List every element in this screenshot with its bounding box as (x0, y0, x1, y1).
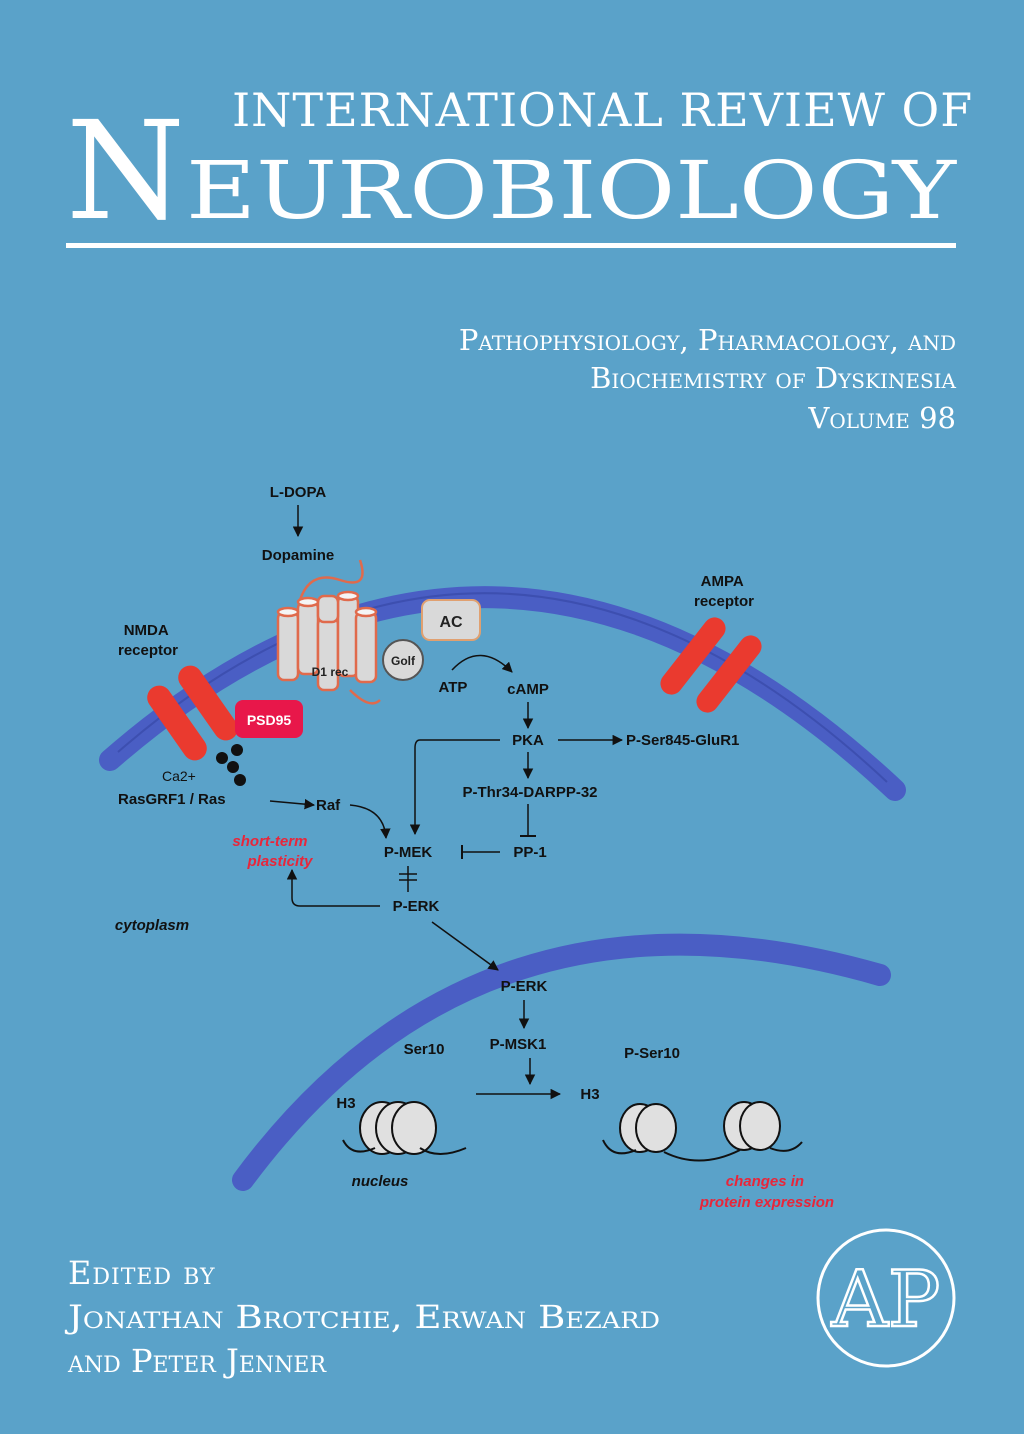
short-term-line1: short-term (232, 833, 307, 850)
cytoplasm-label: cytoplasm (115, 917, 189, 934)
golf-label: Golf (391, 654, 416, 668)
ras-raf-arrow (269, 798, 316, 810)
ca2-dot (234, 774, 246, 786)
ampa-label-line2: receptor (694, 593, 754, 610)
ac-label: AC (439, 614, 463, 631)
series-title-initial: N (66, 93, 185, 251)
changes-label: changes in protein expression (699, 1173, 834, 1211)
ser10-label: Ser10 (404, 1041, 445, 1058)
cell-membrane-inner-line (117, 592, 888, 783)
pmek-label: P-MEK (384, 844, 433, 861)
atp-camp-arrow (451, 654, 513, 673)
nucleus-label: nucleus (352, 1173, 409, 1190)
ca2-dot (216, 752, 228, 764)
dopamine-label: Dopamine (262, 547, 335, 564)
editors-block: Edited by Jonathan Brotchie, Erwan Bezar… (65, 1254, 660, 1380)
camp-label: cAMP (507, 681, 549, 698)
ldopa-label: L-DOPA (270, 484, 327, 501)
series-title-line2: EUROBIOLOGY (186, 144, 957, 237)
nuclear-membrane (232, 933, 891, 1191)
pka-pmek-arrow (409, 739, 500, 836)
raf-pmek-arrow (349, 804, 391, 840)
pp1-label: PP-1 (513, 844, 546, 861)
nmda-label-line1: NMDA (124, 622, 169, 639)
ampa-receptor-right (696, 635, 762, 713)
nmda-receptor-right (178, 665, 238, 741)
nmda-label-line2: receptor (118, 642, 178, 659)
short-term-label: short-term plasticity (232, 833, 313, 870)
pka-label: PKA (512, 732, 544, 749)
ampa-label-line1: AMPA (701, 573, 744, 590)
raf-label: Raf (316, 797, 341, 814)
editors-line3: and Peter Jenner (67, 1342, 327, 1380)
pmsk1-label: P-MSK1 (490, 1036, 547, 1053)
nucleosome-right-2 (663, 1101, 803, 1162)
publisher-logo-text: AP (831, 1255, 941, 1345)
volume-title-line2: Biochemistry of Dyskinesia (590, 361, 956, 395)
ca2-label: Ca2+ (162, 768, 196, 784)
edited-by: Edited by (68, 1254, 216, 1292)
volume-number: Volume 98 (807, 401, 956, 435)
perk-nucleus-label: P-ERK (501, 978, 548, 995)
d1-receptor (276, 559, 381, 705)
series-title: INTERNATIONAL REVIEW OF N EUROBIOLOGY (66, 83, 973, 251)
ampa-label: AMPA receptor (694, 573, 754, 610)
changes-line2: protein expression (699, 1194, 834, 1211)
rasgrf-label: RasGRF1 / Ras (118, 791, 226, 808)
cell-membrane (99, 586, 906, 801)
ca2-dot (231, 744, 243, 756)
publisher-logo-ring (816, 1228, 956, 1368)
nmda-label: NMDA receptor (118, 622, 178, 659)
volume-title-line1: Pathophysiology, Pharmacology, and (459, 323, 956, 357)
short-term-line2: plasticity (246, 853, 313, 870)
perk-nucleus-arrow (431, 921, 499, 971)
nucleosome-right-1 (602, 1103, 677, 1155)
publisher-logo: AP (816, 1228, 956, 1368)
perk-plasticity-arrow (286, 868, 380, 907)
darpp-label: P-Thr34-DARPP-32 (462, 784, 597, 801)
h3-right-label: H3 (580, 1086, 599, 1103)
title-divider (66, 243, 956, 248)
golf-circle (382, 639, 424, 681)
d1rec-label: D1 rec (312, 665, 349, 679)
editors-line2: Jonathan Brotchie, Erwan Bezard (65, 1298, 660, 1336)
pser845-label: P-Ser845-GluR1 (626, 732, 739, 749)
volume-title: Pathophysiology, Pharmacology, and Bioch… (459, 323, 957, 435)
nmda-receptor-left (147, 685, 207, 761)
ca2-dot (227, 761, 239, 773)
h3-left-label: H3 (336, 1095, 355, 1112)
atp-label: ATP (439, 679, 468, 696)
changes-line1: changes in (726, 1173, 804, 1190)
series-title-line1: INTERNATIONAL REVIEW OF (232, 83, 973, 137)
pser10-label: P-Ser10 (624, 1045, 680, 1062)
nucleosome-left (342, 1101, 467, 1155)
psd95-badge (235, 700, 303, 738)
signaling-diagram: PSD95 D1 rec AC Golf L-DOP (99, 484, 906, 1211)
perk-cytoplasm-label: P-ERK (393, 898, 440, 915)
ampa-receptor-left (660, 617, 726, 695)
ac-box (421, 599, 481, 641)
psd95-label: PSD95 (247, 712, 292, 728)
